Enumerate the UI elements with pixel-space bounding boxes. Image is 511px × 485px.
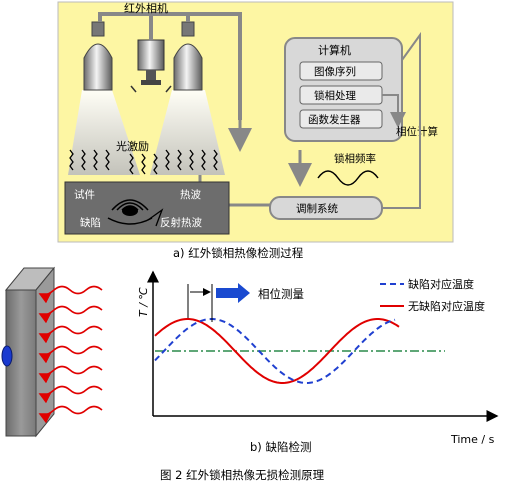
caption-a: a) 红外锁相热像检测过程 <box>173 246 304 260</box>
phase-calc-arrow <box>382 94 406 128</box>
feedback-cable <box>382 31 421 209</box>
function-generator-box <box>299 109 383 129</box>
camera-view-lines <box>130 85 172 93</box>
defect-marker <box>122 206 138 216</box>
legend-no-defect-label: 无缺陷对应温度 <box>408 299 485 313</box>
heat-wave-arrow <box>38 285 103 304</box>
image-sequence-box <box>299 61 383 81</box>
caption-b: b) 缺陷检测 <box>250 440 311 454</box>
ir-camera-label: 红外相机 <box>124 1 168 15</box>
defect-label: 缺陷 <box>80 216 101 229</box>
legend-defect-label: 缺陷对应温度 <box>408 277 474 291</box>
phase-measure-label: 相位测量 <box>258 287 304 301</box>
specimen-label: 试件 <box>74 189 95 201</box>
incident-heat-waves <box>38 285 103 424</box>
left-light-beam <box>68 90 140 175</box>
phase-measure-arrow-icon <box>216 283 250 303</box>
no-defect-curve <box>154 318 400 384</box>
heat-wave-arrow <box>38 385 103 404</box>
modulation-system-label: 调制系统 <box>296 202 338 215</box>
right-lamp-icon <box>173 21 203 91</box>
lockin-processing-label: 锁相处理 <box>314 89 356 102</box>
phase-calc-label: 相位计算 <box>396 125 438 138</box>
image-sequence-label: 图像序列 <box>314 65 356 78</box>
heat-wave-arrow <box>38 325 103 344</box>
reflect-arrow-icon <box>147 208 164 227</box>
ir-camera-icon <box>137 39 165 85</box>
camera-cable <box>98 12 242 120</box>
light-excitation-label: 光激励 <box>116 139 149 153</box>
reflected-wave-label: 反射热波 <box>160 216 202 229</box>
computer-label: 计算机 <box>318 43 351 57</box>
heat-wave-arrow <box>38 365 103 384</box>
figure-caption: 图 2 红外锁相热像无损检测原理 <box>160 468 325 482</box>
excitation-arrows <box>69 149 218 175</box>
function-generator-label: 函数发生器 <box>308 113 361 126</box>
heat-wave-arrow <box>38 345 103 364</box>
heat-wave-label: 热波 <box>180 188 201 201</box>
y-axis-label: T / ℃ <box>137 287 150 317</box>
heat-wave-arrow <box>38 405 103 424</box>
heat-wave-arrow <box>38 305 103 324</box>
lockin-freq-label: 锁相频率 <box>334 152 376 165</box>
defect-curve <box>154 318 396 384</box>
plate-defect-marker <box>1 345 13 367</box>
freq-wave-icon <box>317 170 379 186</box>
x-axis-label: Time / s <box>450 433 495 446</box>
